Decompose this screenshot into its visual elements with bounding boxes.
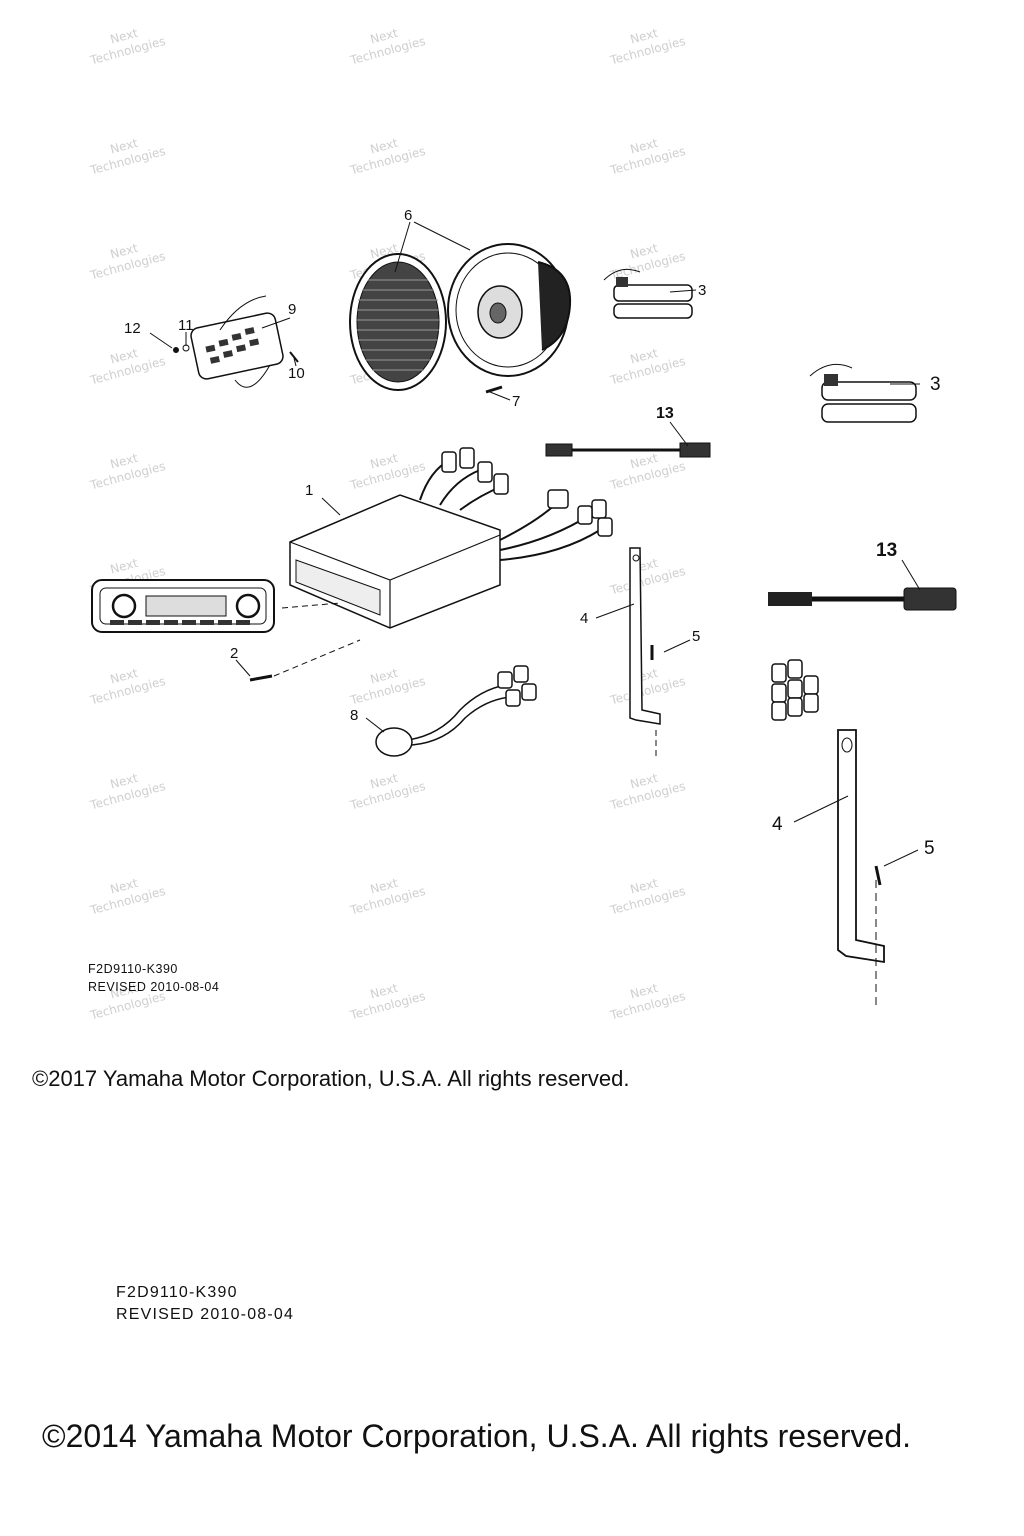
assembly-line: [281, 602, 341, 609]
accessory-cable-8: [375, 665, 537, 757]
reference-code-large: F2D9110-K390: [116, 1284, 238, 1301]
receiver-unit: [289, 447, 613, 629]
callout-5-small: 5: [692, 628, 700, 645]
callout-7: 7: [512, 393, 520, 410]
callout-4-large: 4: [772, 814, 783, 835]
speaker: [447, 243, 572, 377]
assembly-line: [273, 639, 361, 677]
bracket-large: [837, 729, 885, 1005]
holder-small: [603, 268, 693, 319]
callout-6: 6: [404, 207, 412, 224]
callout-1: 1: [305, 482, 313, 499]
screws: [249, 385, 882, 886]
callout-4-small: 4: [580, 610, 588, 627]
connector-detail: [771, 659, 819, 721]
callout-9: 9: [288, 301, 296, 318]
leader-lines: [149, 221, 921, 867]
callout-13-small: 13: [656, 405, 674, 422]
callout-5-large: 5: [924, 838, 935, 859]
holder-large: [809, 363, 917, 423]
revision-date: REVISED 2010-08-04: [88, 980, 220, 994]
stereo-faceplate: [91, 579, 275, 633]
callout-11: 11: [178, 317, 194, 334]
callout-12: 12: [124, 320, 141, 337]
extension-cable-small: [545, 442, 711, 458]
callout-13-large: 13: [876, 540, 897, 561]
callout-8: 8: [350, 707, 358, 724]
copyright-2014: ©2014 Yamaha Motor Corporation, U.S.A. A…: [42, 1418, 912, 1454]
callout-2: 2: [230, 645, 238, 662]
callout-10: 10: [288, 365, 305, 382]
remote-control-panel: [173, 295, 299, 388]
callout-3-large: 3: [930, 374, 941, 395]
revision-date-large: REVISED 2010-08-04: [116, 1306, 295, 1323]
speaker-grill: [349, 253, 447, 391]
reference-code: F2D9110-K390: [88, 962, 178, 976]
callout-3-small: 3: [698, 282, 706, 299]
bracket-small: [629, 547, 661, 760]
copyright-2017: ©2017 Yamaha Motor Corporation, U.S.A. A…: [32, 1066, 630, 1091]
extension-cable-large: [768, 587, 957, 611]
callout-labels: 6 3 3 9 11 12 10 7 13 13 1 4 5 2 8 4 5: [124, 207, 941, 859]
